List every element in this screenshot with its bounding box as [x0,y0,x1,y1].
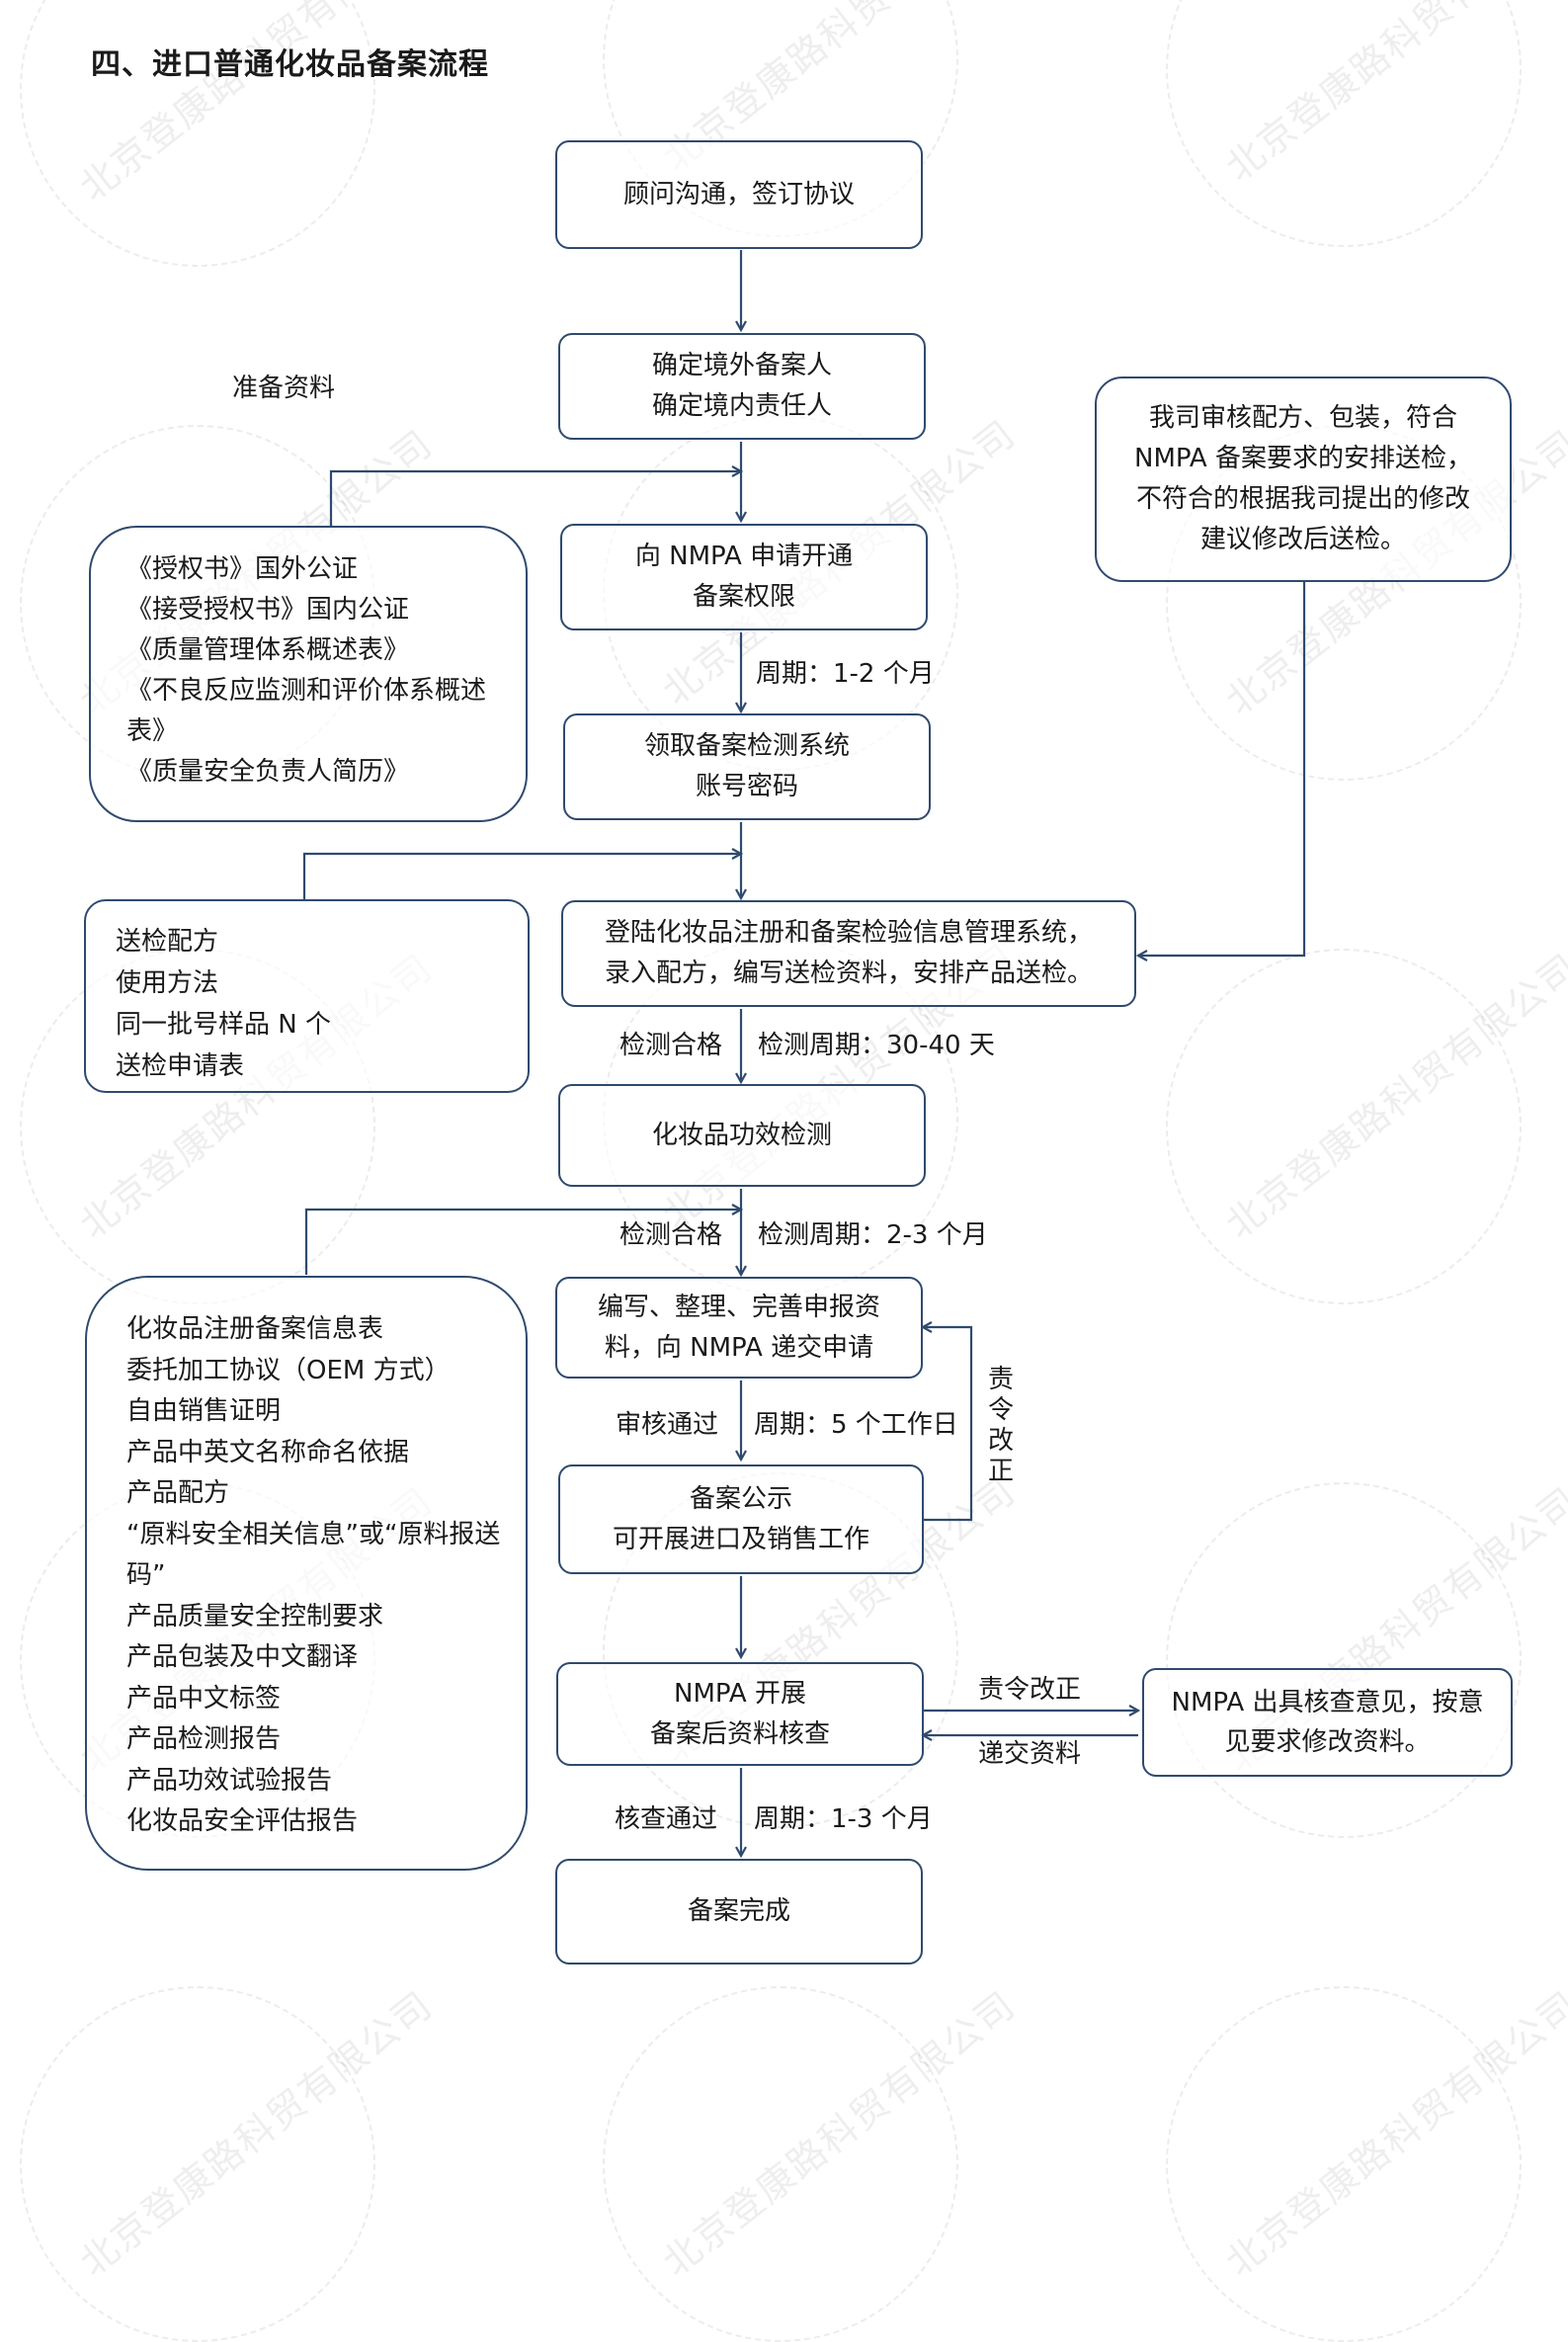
connector-lines [302,250,1306,2218]
submit-label: 递交资料 [978,1739,1082,1769]
arrow-review-note [1138,582,1306,956]
filing-docs-box: 化妆品注册备案信息表 委托加工协议（OEM 方式） 自由销售证明 产品中英文名称… [85,1276,528,1871]
cycle-label-2: 检测周期：30-40 天 [758,1031,995,1060]
pass-label-2: 检测合格 [619,1220,723,1250]
step-login-system: 登陆化妆品注册和备案检验信息管理系统， 录入配方，编写送检资料，安排产品送检。 [561,900,1136,1007]
cycle-label-5: 周期：1-3 个月 [754,1804,933,1834]
step-efficacy-test: 化妆品功效检测 [558,1084,926,1187]
flowchart-page: 北京登康路科贸有限公司 北京登康路科贸有限公司 北京登康路科贸有限公司 北京登康… [20,0,1568,2342]
review-note-box: 我司审核配方、包装，符合 NMPA 备案要求的安排送检，不符合的根据我司提出的修… [1095,376,1512,582]
arrow-test-docs [302,854,741,899]
step-public-notice: 备案公示 可开展进口及销售工作 [558,1464,924,1574]
step-get-account: 领取备案检测系统 账号密码 [563,713,931,820]
prepare-docs-box: 《授权书》国外公证 《接受授权书》国内公证 《质量管理体系概述表》 《不良反应监… [89,526,528,822]
step-filing-complete: 备案完成 [555,1859,923,1965]
cycle-label-3: 检测周期：2-3 个月 [758,1220,988,1250]
arrow-rectify-loop [923,1327,973,1522]
step-nmpa-review: NMPA 开展 备案后资料核查 [556,1662,924,1766]
cycle-label-4: 周期：5 个工作日 [754,1410,958,1440]
cycle-label-1: 周期：1-2 个月 [756,659,935,689]
step-prepare-submission: 编写、整理、完善申报资 料，向 NMPA 递交申请 [555,1277,923,1379]
check-passed-label: 核查通过 [615,1804,718,1834]
arrow-prepare-docs [329,471,741,527]
approved-label: 审核通过 [616,1410,719,1440]
rectify-label: 责令改正 [978,1675,1082,1705]
prepare-docs-label: 准备资料 [232,374,336,403]
rectify-vertical-label: 责令改正 [987,1365,1014,1486]
arrow-filing-docs [304,1210,741,1275]
step-consult-sign: 顾问沟通，签订协议 [555,140,923,249]
page-title: 四、进口普通化妆品备案流程 [91,47,489,82]
nmpa-opinion-box: NMPA 出具核查意见，按意见要求修改资料。 [1142,1668,1513,1777]
test-docs-box: 送检配方 使用方法 同一批号样品 N 个 送检申请表 [84,899,530,1093]
pass-label-1: 检测合格 [619,1031,723,1060]
step-confirm-persons: 确定境外备案人 确定境内责任人 [558,333,926,440]
step-apply-permission: 向 NMPA 申请开通 备案权限 [560,524,928,630]
